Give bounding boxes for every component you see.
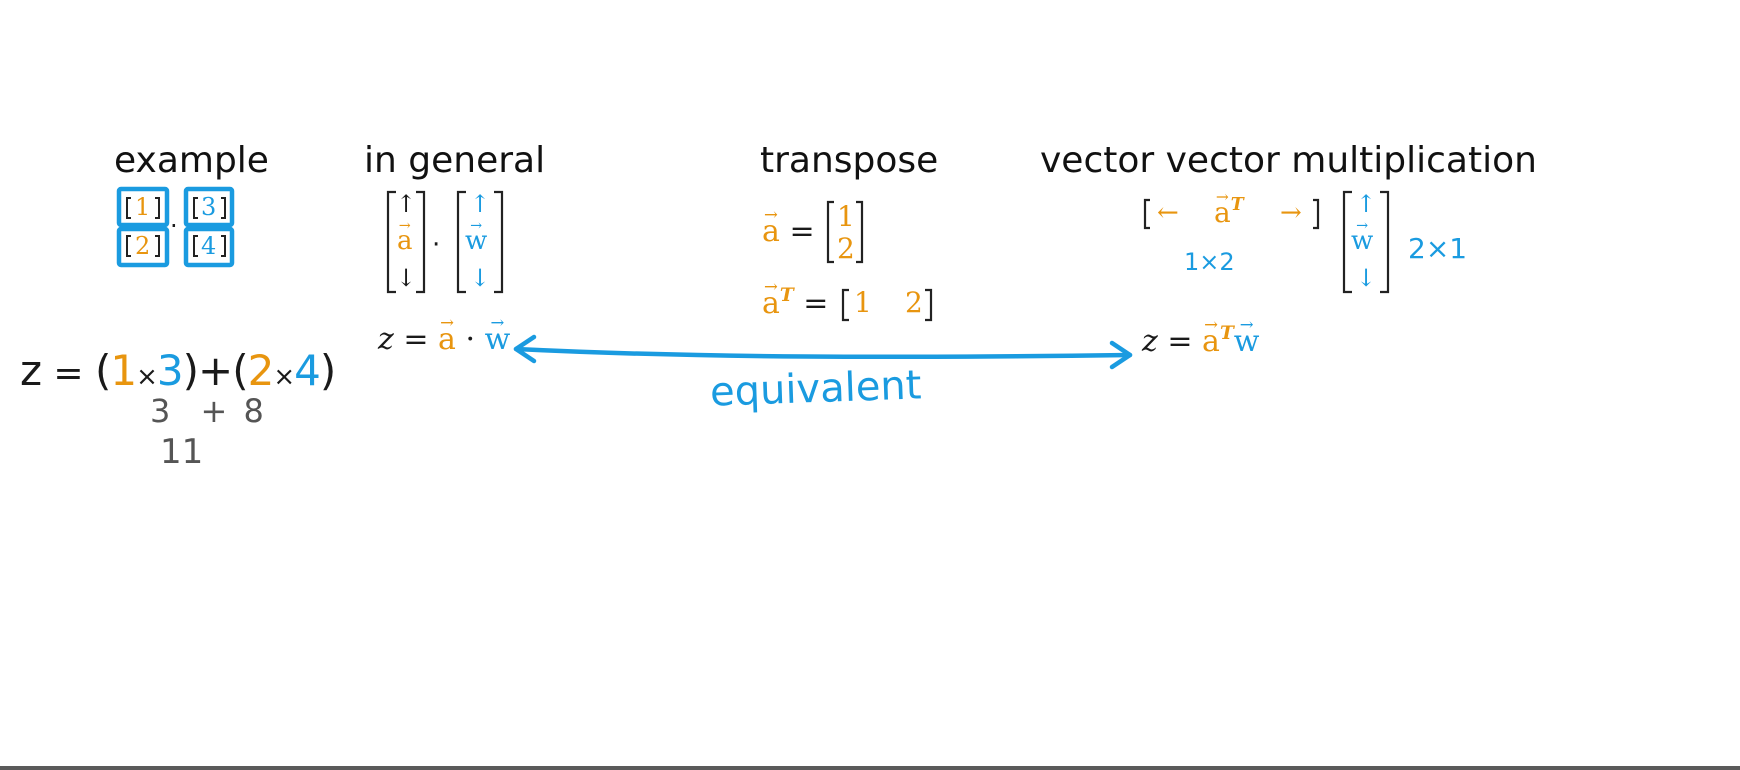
vvm-right-arrow: → <box>1280 198 1302 228</box>
general-w-down-arrow: ↓ <box>470 264 491 292</box>
vvm-dim-row: 1×2 <box>1184 248 1235 276</box>
vvm-equation: z = →aT→w <box>1142 314 1260 359</box>
heading-transpose: transpose <box>760 140 939 181</box>
eq-close-paren-1: ) <box>182 346 199 395</box>
vector-arrow-icon: → <box>764 276 778 296</box>
general-eq-z: z <box>378 322 394 357</box>
general-a-down-arrow: ↓ <box>396 264 417 292</box>
eq-2: 2 <box>247 346 275 395</box>
transpose-brackets <box>826 200 933 322</box>
vvm-w-label: →w <box>1351 218 1374 256</box>
heading-vector-vector-multiplication: vector vector multiplication <box>1040 140 1537 181</box>
example-vector-a-boxes <box>116 186 170 268</box>
vector-arrow-icon: → <box>470 218 483 235</box>
eq-open-paren-2: ( <box>232 346 248 395</box>
eq-times-1: × <box>136 362 158 392</box>
transpose-row-1: 1 <box>854 286 872 319</box>
transpose-T: T <box>779 285 794 306</box>
vvm-eq-T: T <box>1219 323 1234 344</box>
eq-3: 3 <box>156 346 184 395</box>
eq-equals: = <box>53 353 83 394</box>
vvm-brackets <box>1143 190 1390 294</box>
vector-arrow-icon: → <box>1204 314 1218 334</box>
heading-in-general: in general <box>364 140 546 181</box>
vector-arrow-icon: → <box>440 312 454 332</box>
vvm-eq-a: →a <box>1202 314 1220 359</box>
example-partial-sum: 3 + 8 <box>150 392 264 430</box>
eq-close-paren-2: ) <box>319 346 336 395</box>
general-brackets <box>386 190 504 294</box>
example-a-top: 1 <box>135 193 151 221</box>
transpose-row-2: 2 <box>905 286 923 319</box>
eq-z: z <box>20 346 42 395</box>
example-w-top: 3 <box>201 193 217 221</box>
general-dot: · <box>432 230 441 260</box>
general-w-up-arrow: ↑ <box>470 190 491 218</box>
general-eq-w: →w <box>484 312 511 357</box>
vvm-w-up-arrow: ↑ <box>1356 190 1377 218</box>
vvm-eq-w: →w <box>1233 314 1260 359</box>
example-vector-w-boxes <box>183 186 235 268</box>
vector-arrow-icon: → <box>764 204 778 224</box>
transpose-col-top: 1 <box>837 200 855 233</box>
eq-times-2: × <box>273 362 295 392</box>
general-a-label: →a <box>397 218 413 256</box>
heading-example: example <box>114 140 269 181</box>
vvm-eq-z: z <box>1142 324 1158 359</box>
vvm-left-arrow: ← <box>1157 198 1179 228</box>
transpose-aT-label: →a <box>762 276 780 321</box>
example-a-bottom: 2 <box>135 232 151 260</box>
vector-arrow-icon: → <box>398 218 411 235</box>
general-eq-a: →a <box>438 312 456 357</box>
general-w-label: →w <box>465 218 488 256</box>
transpose-equals: = <box>789 214 815 249</box>
vvm-w-down-arrow: ↓ <box>1356 264 1377 292</box>
eq-plus: + <box>197 346 233 395</box>
vector-arrow-icon: → <box>1215 187 1229 206</box>
example-handwritten-equation: z = (1×3)+(2×4) <box>20 346 336 395</box>
general-equation: z = →a · →w <box>378 312 511 357</box>
transpose-aT-definition: →aT = <box>762 276 829 321</box>
eq-4: 4 <box>294 346 321 395</box>
partial-8: 8 <box>243 392 264 430</box>
general-eq-equals: = <box>403 322 429 357</box>
transpose-equals-2: = <box>803 286 829 321</box>
example-brackets <box>126 197 226 257</box>
equivalent-arrow <box>513 334 1133 370</box>
transpose-col-bottom: 2 <box>837 232 855 265</box>
vvm-aT-label: →aT <box>1214 187 1244 229</box>
vector-arrow-icon: → <box>1356 218 1369 235</box>
transpose-a-definition: →a = <box>762 204 815 249</box>
eq-1: 1 <box>110 346 137 395</box>
vvm-eq-equals: = <box>1167 324 1193 359</box>
example-dot: · <box>170 212 178 240</box>
equivalent-label: equivalent <box>709 362 923 416</box>
vector-arrow-icon: → <box>1239 314 1254 334</box>
example-w-bottom: 4 <box>201 232 217 260</box>
eq-open-paren-1: ( <box>94 346 111 395</box>
transpose-a-label: →a <box>762 204 780 249</box>
vvm-dim-col: 2×1 <box>1408 232 1468 265</box>
partial-3: 3 <box>150 392 171 430</box>
bottom-edge-bar <box>0 766 1740 770</box>
vvm-T: T <box>1230 195 1244 215</box>
example-result: 11 <box>160 432 204 472</box>
partial-plus: + <box>200 392 228 430</box>
general-a-up-arrow: ↑ <box>396 190 417 218</box>
general-eq-dot: · <box>465 322 476 357</box>
vector-arrow-icon: → <box>490 312 505 332</box>
